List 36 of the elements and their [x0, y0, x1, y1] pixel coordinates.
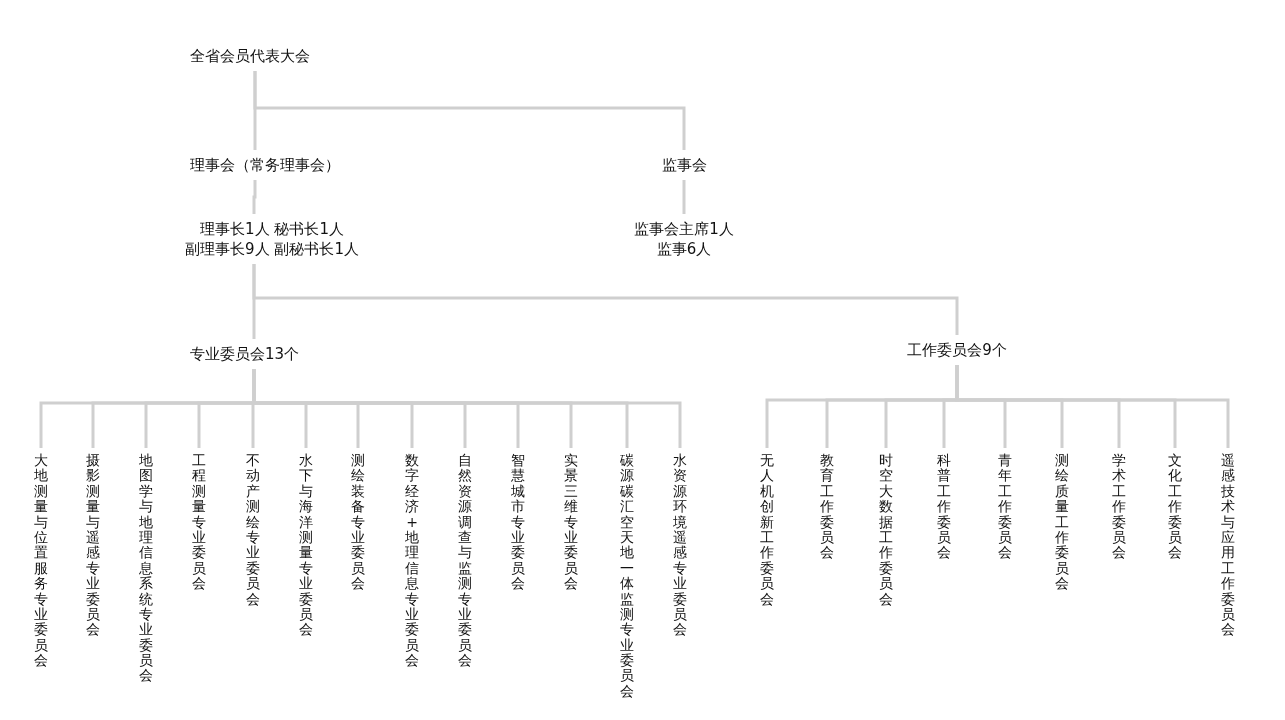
committee-label: 不动产测绘专业委员会	[245, 453, 261, 607]
org-unit-label: 专业委员会13个	[190, 344, 300, 364]
committee-label: 数字经济+地理信息专业委员会	[404, 453, 420, 669]
committee-label: 自然资源调查与监测专业委员会	[457, 453, 473, 669]
committee-label: 无人机创新工作委员会	[759, 453, 775, 607]
committee-label: 实景三维专业委员会	[563, 453, 579, 592]
committee-label: 青年工作委员会	[997, 453, 1013, 561]
org-unit-label: 工作委员会9个	[907, 340, 1007, 360]
committee-label: 遥感技术与应用工作委员会	[1220, 453, 1236, 638]
connector-line	[955, 365, 1230, 448]
role-text: 监事6人	[656, 239, 712, 259]
org-unit-label: 监事会	[661, 155, 707, 175]
committee-label: 文化工作委员会	[1167, 453, 1183, 561]
committee-label: 测绘质量工作委员会	[1054, 453, 1070, 592]
committee-label: 测绘装备专业委员会	[350, 453, 366, 592]
committee-label: 摄影测量与遥感专业委员会	[85, 453, 101, 638]
committee-label: 水下与海洋测量专业委员会	[298, 453, 314, 638]
committee-label: 智慧城市专业委员会	[510, 453, 526, 592]
committee-label: 工程测量专业委员会	[191, 453, 207, 592]
committee-label: 科普工作委员会	[936, 453, 952, 561]
committee-label: 学术工作委员会	[1111, 453, 1127, 561]
committee-label: 水资源环境遥感专业委员会	[672, 453, 688, 638]
role-text: 理事长1人 秘书长1人	[200, 219, 344, 239]
committee-label: 碳源碳汇空天地一体监测专业委员会	[619, 453, 635, 700]
connector-line	[252, 180, 257, 214]
committee-label: 教育工作委员会	[819, 453, 835, 561]
org-unit-label: 全省会员代表大会	[190, 46, 310, 66]
role-text: 监事会主席1人	[634, 219, 734, 239]
committee-label: 时空大数据工作委员会	[878, 453, 894, 607]
connector-line	[253, 71, 686, 150]
committee-label: 大地测量与位置服务专业委员会	[33, 453, 49, 669]
committee-label: 地图学与地理信息系统专业委员会	[138, 453, 154, 684]
connector-line	[252, 264, 959, 335]
connector-line	[682, 180, 686, 214]
org-unit-label: 理事会（常务理事会）	[190, 155, 340, 175]
role-text: 副理事长9人 副秘书长1人	[185, 239, 359, 259]
